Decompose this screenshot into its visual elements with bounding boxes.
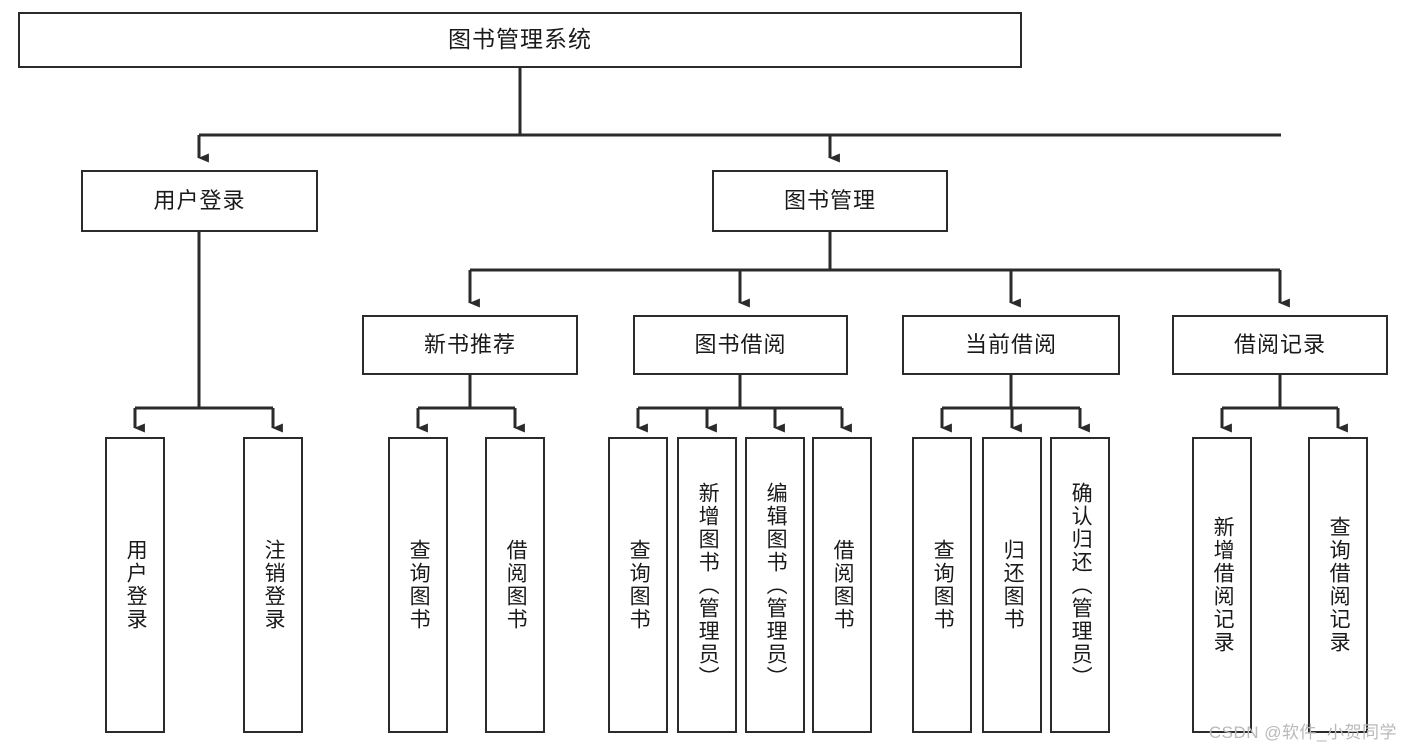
- node-user-login[interactable]: 用户登录: [81, 170, 318, 232]
- node-root-system[interactable]: 图书管理系统: [18, 12, 1022, 68]
- node-leaf-query-book-1[interactable]: 查询图书: [388, 437, 448, 733]
- leaf-label: 确认归还（管理员）: [1069, 481, 1093, 689]
- node-current-borrow[interactable]: 当前借阅: [902, 315, 1120, 375]
- node-leaf-borrow-book-1[interactable]: 借阅图书: [485, 437, 545, 733]
- node-leaf-add-record[interactable]: 新增借阅记录: [1192, 437, 1252, 733]
- leaf-label: 注销登录: [262, 539, 286, 631]
- node-leaf-add-book[interactable]: 新增图书（管理员）: [677, 437, 737, 733]
- node-leaf-return-book[interactable]: 归还图书: [982, 437, 1042, 733]
- leaf-label: 查询图书: [931, 539, 955, 631]
- leaf-label: 借阅图书: [504, 539, 528, 631]
- leaf-label: 用户登录: [124, 539, 148, 631]
- node-book-manage[interactable]: 图书管理: [712, 170, 948, 232]
- node-borrow-record[interactable]: 借阅记录: [1172, 315, 1388, 375]
- node-leaf-edit-book[interactable]: 编辑图书（管理员）: [745, 437, 805, 733]
- leaf-label: 归还图书: [1001, 539, 1025, 631]
- leaf-label: 新增借阅记录: [1211, 516, 1235, 654]
- leaf-label: 查询图书: [407, 539, 431, 631]
- leaf-label: 新增图书（管理员）: [696, 481, 720, 689]
- node-new-book-recommend[interactable]: 新书推荐: [362, 315, 578, 375]
- leaf-label: 查询图书: [627, 539, 651, 631]
- leaf-label: 查询借阅记录: [1327, 516, 1351, 654]
- node-leaf-borrow-book-2[interactable]: 借阅图书: [812, 437, 872, 733]
- node-leaf-user-login[interactable]: 用户登录: [105, 437, 165, 733]
- node-book-borrow[interactable]: 图书借阅: [633, 315, 848, 375]
- node-leaf-logout[interactable]: 注销登录: [243, 437, 303, 733]
- leaf-label: 编辑图书（管理员）: [764, 481, 788, 689]
- leaf-label: 借阅图书: [831, 539, 855, 631]
- node-leaf-query-record[interactable]: 查询借阅记录: [1308, 437, 1368, 733]
- node-leaf-query-book-3[interactable]: 查询图书: [912, 437, 972, 733]
- node-leaf-query-book-2[interactable]: 查询图书: [608, 437, 668, 733]
- node-leaf-confirm-return[interactable]: 确认归还（管理员）: [1050, 437, 1110, 733]
